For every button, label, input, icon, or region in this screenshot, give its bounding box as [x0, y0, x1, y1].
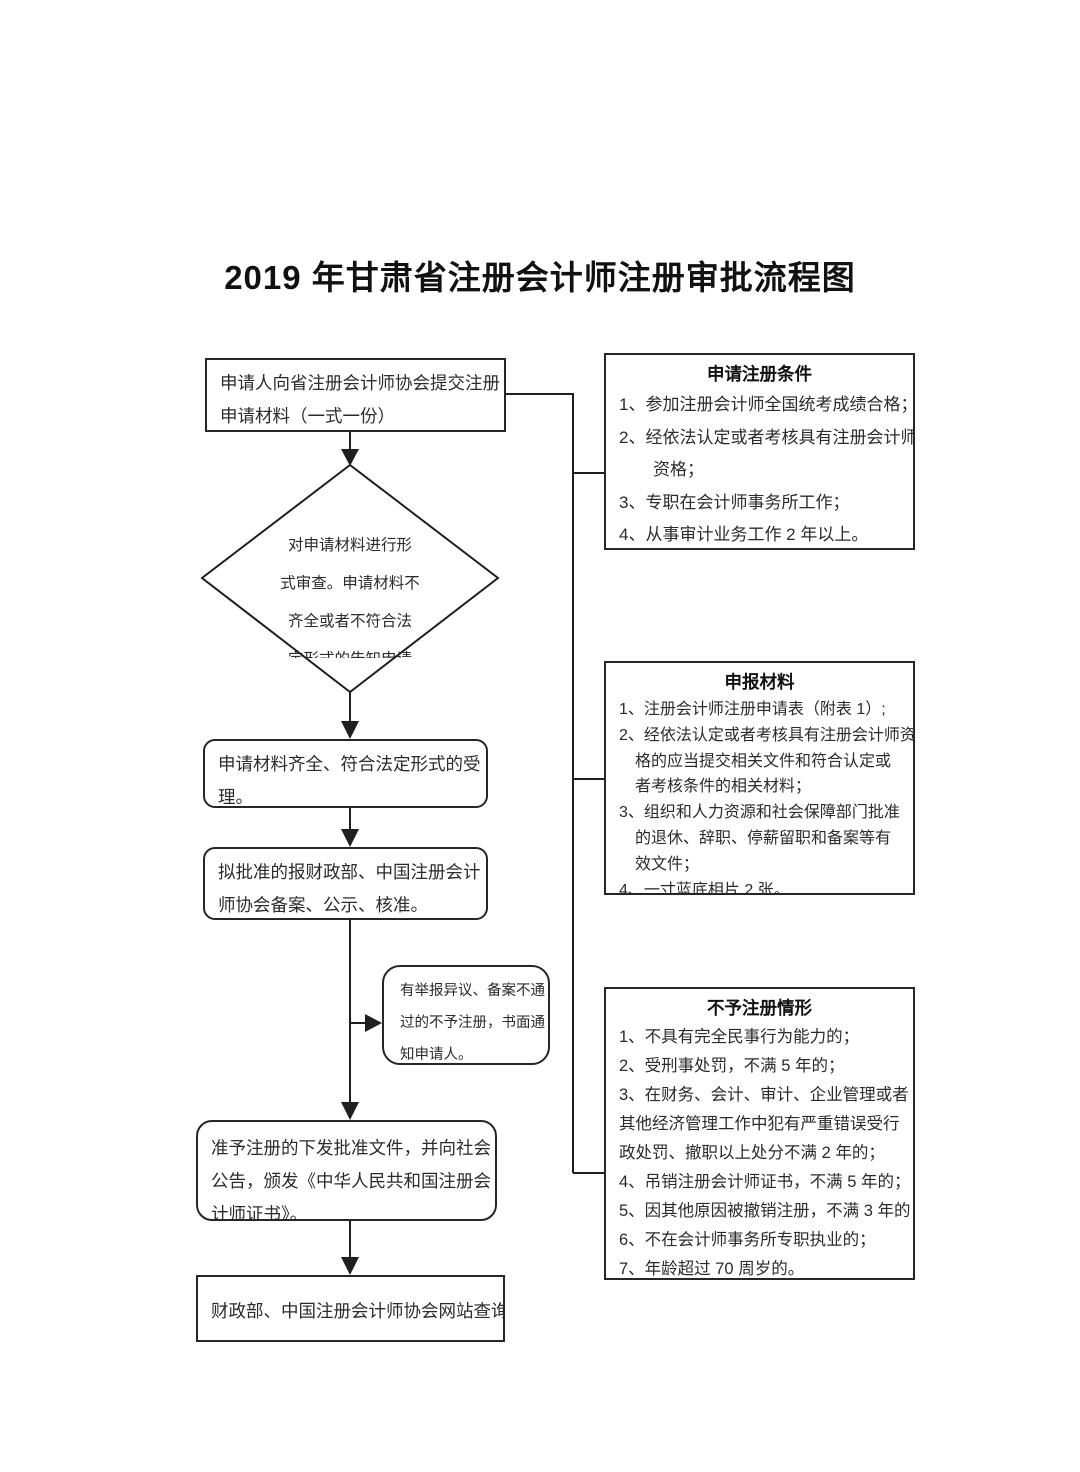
reject-notice-text: 有举报异议、备案不通过的不予注册，书面通知申请人。	[384, 967, 548, 1063]
text-line: 者考核条件的相关材料；	[619, 778, 812, 796]
reject-notice-box: 有举报异议、备案不通过的不予注册，书面通知申请人。	[382, 965, 550, 1065]
text-line: 3、专职在会计师事务所工作；	[619, 492, 850, 512]
text-line: 1、不具有完全民事行为能力的；	[619, 1028, 860, 1046]
record-publicity-box: 拟批准的报财政部、中国注册会计师协会备案、公示、核准。	[203, 847, 488, 920]
submit-application-text: 申请人向省注册会计师协会提交注册申请材料（一式一份）	[207, 360, 504, 430]
text-line: 4、从事审计业务工作 2 年以上。	[619, 525, 869, 544]
text-line: 4、一寸蓝底相片 2 张。	[619, 881, 790, 895]
registration-conditions-panel: 申请注册条件 1、参加注册会计师全国统考成绩合格； 2、经依法认定或者考核具有注册…	[604, 353, 915, 550]
registration-conditions-list: 1、参加注册会计师全国统考成绩合格； 2、经依法认定或者考核具有注册会计师 资格；…	[606, 386, 915, 548]
text-line: 3、在财务、会计、审计、企业管理或者	[619, 1086, 909, 1104]
text-line: 2、受刑事处罚，不满 5 年的；	[619, 1057, 845, 1075]
text-line: 齐全或者不符合法	[287, 613, 412, 630]
text-line: 1、注册会计师注册申请表（附表 1）;	[619, 701, 886, 718]
text-line: 财政部、中国注册会计师协会网站查询。	[211, 1301, 505, 1321]
text-line: 效文件；	[619, 855, 700, 873]
text-line: 格的应当提交相关文件和符合认定或	[619, 752, 892, 770]
arrow-down-icon	[341, 829, 359, 847]
website-query-text: 财政部、中国注册会计师协会网站查询。	[198, 1277, 503, 1328]
text-line: 知申请人。	[400, 1047, 473, 1063]
text-line: 理。	[218, 787, 253, 807]
text-line: 有举报异议、备案不通	[400, 983, 545, 999]
text-line: 3、组织和人力资源和社会保障部门批准	[619, 804, 900, 822]
arrow-down-icon	[341, 1257, 359, 1275]
text-line: 过的不予注册，书面通	[400, 1015, 545, 1031]
certificate-box: 准予注册的下发批准文件，并向社会公告，颁发《中华人民共和国注册会计师证书》。	[196, 1120, 497, 1221]
denial-cases-panel: 不予注册情形 1、不具有完全民事行为能力的； 2、受刑事处罚，不满 5 年的； 3、…	[604, 987, 915, 1280]
text-line: 政处罚、撤职以上处分不满 2 年的；	[619, 1144, 885, 1162]
text-line: 定形式的告知申请	[235, 641, 465, 658]
text-line: 的退休、辞职、停薪留职和备案等有	[619, 829, 892, 847]
text-line: 式审查。申请材料不	[280, 575, 420, 592]
submit-application-box: 申请人向省注册会计师协会提交注册申请材料（一式一份）	[205, 358, 506, 432]
text-line: 计师证书》。	[211, 1204, 308, 1221]
arrow-down-icon	[341, 1102, 359, 1120]
registration-conditions-title: 申请注册条件	[707, 364, 812, 384]
application-materials-list: 1、注册会计师注册申请表（附表 1）; 2、经依法认定或者考核具有注册会计师资 格…	[606, 694, 915, 895]
arrow-down-icon	[341, 449, 359, 466]
record-publicity-text: 拟批准的报财政部、中国注册会计师协会备案、公示、核准。	[205, 849, 486, 918]
text-line: 2、经依法认定或者考核具有注册会计师资	[619, 726, 915, 744]
text-line: 申请材料齐全、符合法定形式的受	[218, 754, 481, 774]
arrow-down-icon	[341, 721, 359, 739]
denial-cases-list: 1、不具有完全民事行为能力的； 2、受刑事处罚，不满 5 年的； 3、在财务、会计、…	[606, 1020, 915, 1278]
text-line: 对申请材料进行形	[287, 537, 412, 554]
text-line: 5、因其他原因被撤销注册，不满 3 年的；	[619, 1202, 915, 1220]
page-title: 2019 年甘肃省注册会计师注册审批流程图	[224, 259, 856, 296]
text-line: 申请人向省注册会计师协会提交注册	[220, 373, 500, 393]
text-line: 其他经济管理工作中犯有严重错误受行	[619, 1115, 900, 1133]
text-line: 资格；	[619, 460, 704, 479]
website-query-box: 财政部、中国注册会计师协会网站查询。	[196, 1275, 505, 1342]
text-line: 4、吊销注册会计师证书，不满 5 年的；	[619, 1173, 911, 1191]
text-line: 准予注册的下发批准文件，并向社会	[211, 1138, 491, 1158]
text-line: 2、经依法认定或者考核具有注册会计师	[619, 427, 915, 447]
arrow-right-icon	[365, 1014, 382, 1032]
application-materials-title: 申报材料	[724, 672, 795, 692]
text-line: 6、不在会计师事务所专职执业的；	[619, 1231, 876, 1249]
connector-right-trunk	[506, 393, 574, 1173]
text-line: 申请材料（一式一份）	[220, 406, 395, 426]
text-line: 拟批准的报财政部、中国注册会计	[218, 862, 481, 882]
application-materials-panel: 申报材料 1、注册会计师注册申请表（附表 1）; 2、经依法认定或者考核具有注册会…	[604, 661, 915, 895]
accept-box: 申请材料齐全、符合法定形式的受理。	[203, 739, 488, 808]
accept-text: 申请材料齐全、符合法定形式的受理。	[205, 741, 486, 807]
certificate-text: 准予注册的下发批准文件，并向社会公告，颁发《中华人民共和国注册会计师证书》。	[198, 1122, 495, 1221]
text-line: 公告，颁发《中华人民共和国注册会	[211, 1171, 491, 1191]
text-line: 7、年龄超过 70 周岁的。	[619, 1260, 805, 1278]
denial-cases-title: 不予注册情形	[707, 998, 812, 1018]
text-line: 师协会备案、公示、核准。	[218, 895, 428, 915]
text-line: 1、参加注册会计师全国统考成绩合格；	[619, 395, 915, 414]
